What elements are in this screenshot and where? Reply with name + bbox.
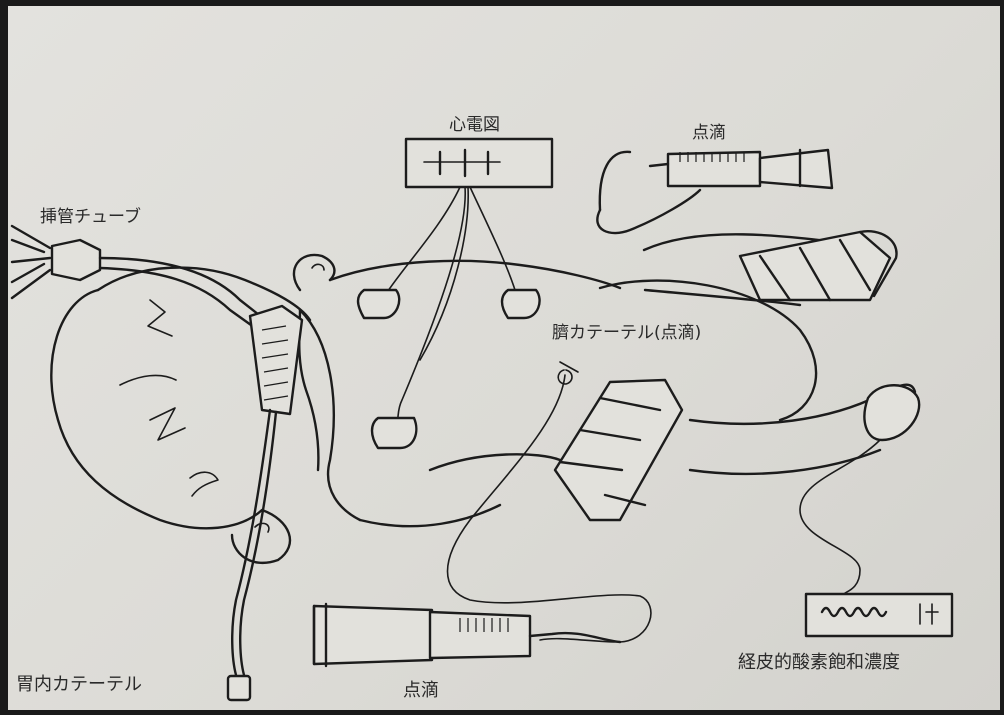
arm-splint — [738, 230, 898, 302]
paper-sheet — [8, 6, 1000, 710]
ecg-leads — [381, 186, 519, 427]
umbilical-label: 臍カテーテル(点滴) — [552, 323, 701, 343]
drip-top-label: 点滴 — [692, 123, 726, 143]
gastric-catheter — [226, 408, 278, 702]
gastric-label: 胃内カテーテル — [16, 674, 142, 695]
baby-head — [50, 266, 312, 565]
baby-torso — [292, 150, 921, 528]
intubation-tube — [10, 224, 304, 416]
intubation-label: 挿管チューブ — [40, 206, 141, 227]
ecg-label: 心電図 — [449, 115, 500, 135]
syringe-bottom — [312, 602, 622, 668]
syringe-top — [648, 148, 834, 190]
ecg-monitor — [404, 137, 554, 189]
drip-bottom-label: 点滴 — [403, 680, 439, 701]
spo2-monitor — [799, 439, 954, 638]
ecg-electrodes — [356, 288, 541, 450]
spo2-label: 経皮的酸素飽和濃度 — [738, 652, 900, 673]
leg-splint — [553, 378, 684, 522]
